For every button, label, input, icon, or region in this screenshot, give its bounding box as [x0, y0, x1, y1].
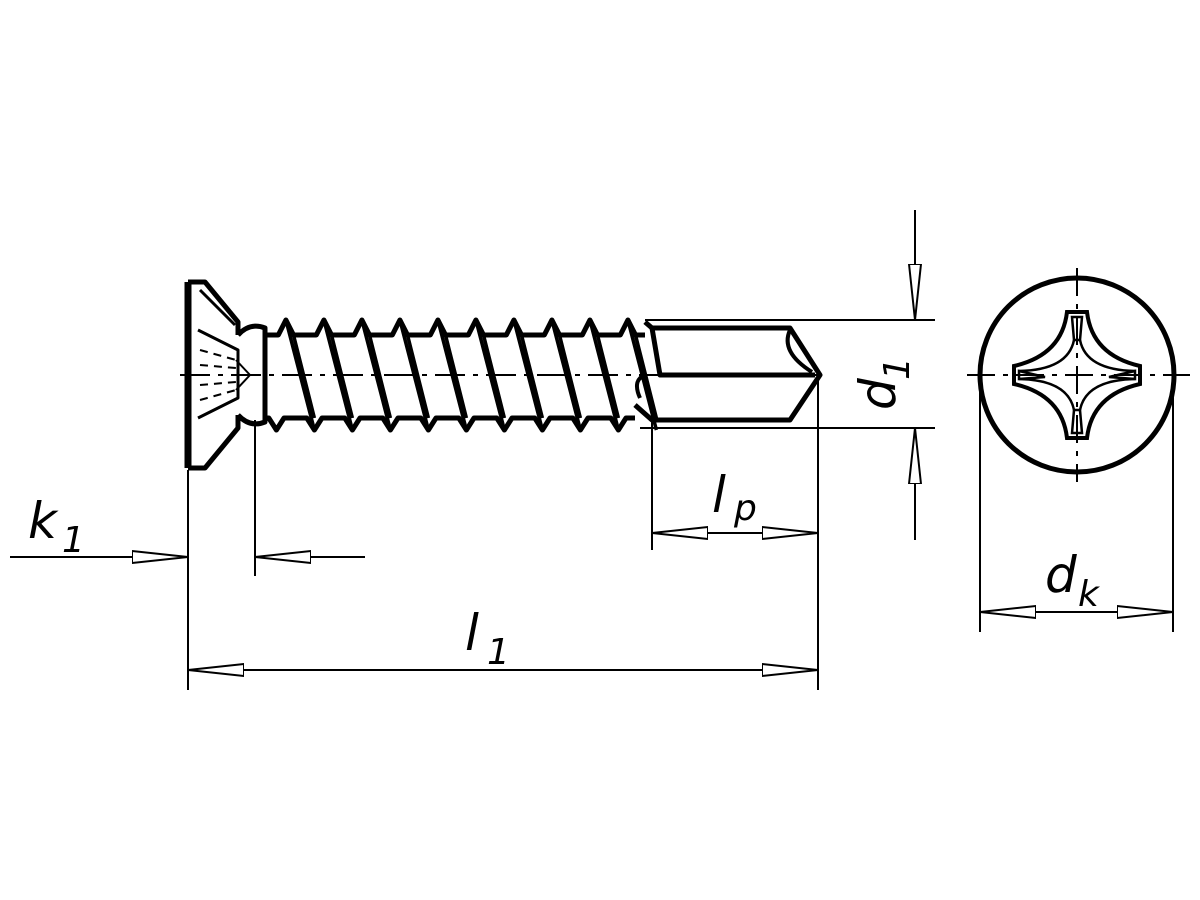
svg-text:1: 1: [62, 520, 85, 561]
drill-point: [633, 320, 823, 423]
label-dk: d k: [1045, 546, 1101, 615]
phillips-recess-icon: [1012, 310, 1142, 440]
svg-text:k: k: [1078, 574, 1101, 615]
label-k1: k 1: [28, 492, 85, 561]
label-lp: l p: [712, 466, 757, 529]
thread-top-profile: [265, 317, 645, 338]
thread-flank: [398, 319, 431, 431]
svg-text:1: 1: [487, 632, 510, 673]
svg-text:p: p: [733, 488, 757, 529]
svg-text:l: l: [465, 604, 479, 662]
label-l1: l 1: [465, 604, 510, 673]
thread-flank: [360, 319, 393, 431]
svg-text:k: k: [28, 492, 59, 550]
screw-top-view: [967, 268, 1190, 482]
svg-text:d: d: [1045, 546, 1077, 604]
svg-text:1: 1: [877, 357, 918, 380]
dimension-lines: [10, 210, 1174, 690]
label-d1: d 1: [849, 357, 918, 410]
svg-text:d: d: [849, 378, 907, 410]
svg-text:l: l: [712, 466, 726, 524]
